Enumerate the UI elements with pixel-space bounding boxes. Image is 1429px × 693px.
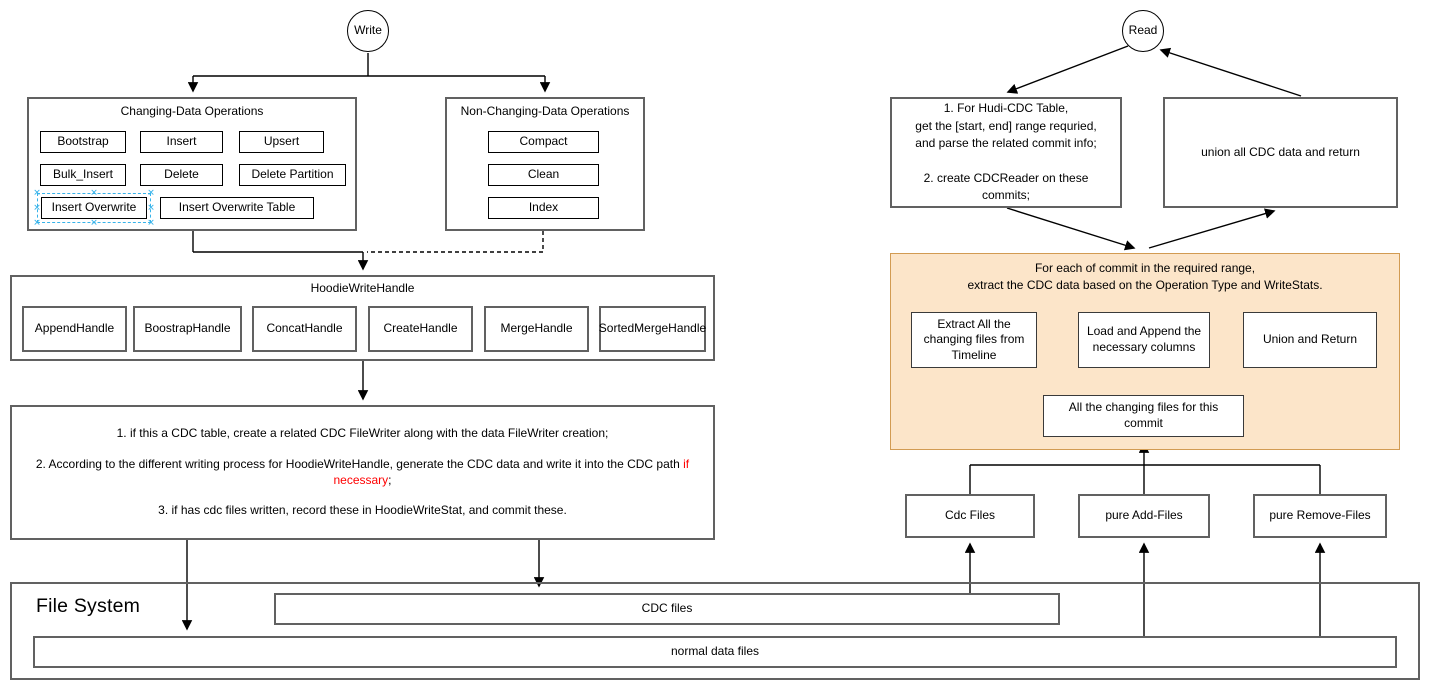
op-compact[interactable]: Compact [488, 131, 599, 153]
add-files-group-box[interactable]: pure Add-Files [1078, 494, 1210, 538]
handle-sorted-merge[interactable]: SortedMergeHandle [599, 306, 706, 352]
changing-files-commit-box[interactable]: All the changing files for this commit [1043, 395, 1244, 437]
op-bootstrap[interactable]: Bootstrap [40, 131, 126, 153]
write-node[interactable]: Write [347, 10, 389, 52]
extract-changing-files-box[interactable]: Extract All the changing files from Time… [911, 312, 1037, 368]
read-prepare-box[interactable]: 1. For Hudi-CDC Table, get the [start, e… [890, 97, 1122, 208]
union-and-return-box[interactable]: Union and Return [1243, 312, 1377, 368]
cdc-step-2: 2. According to the different writing pr… [35, 456, 690, 487]
op-delete-partition[interactable]: Delete Partition [239, 164, 346, 186]
op-upsert[interactable]: Upsert [239, 131, 324, 153]
non-changing-ops-title: Non-Changing-Data Operations [460, 104, 630, 118]
op-bulk-insert[interactable]: Bulk_Insert [40, 164, 126, 186]
handle-boostrap[interactable]: BoostrapHandle [133, 306, 242, 352]
cdc-files-group-box[interactable]: Cdc Files [905, 494, 1035, 538]
op-clean[interactable]: Clean [488, 164, 599, 186]
op-insert-overwrite[interactable]: Insert Overwrite [41, 197, 147, 219]
op-delete[interactable]: Delete [140, 164, 223, 186]
handle-concat[interactable]: ConcatHandle [252, 306, 357, 352]
per-commit-title: For each of commit in the required range… [967, 261, 1323, 292]
handle-merge[interactable]: MergeHandle [484, 306, 589, 352]
hoodie-write-handle-group[interactable] [10, 275, 715, 361]
op-insert-overwrite-table[interactable]: Insert Overwrite Table [160, 197, 314, 219]
handle-append[interactable]: AppendHandle [22, 306, 127, 352]
cdc-files-bar[interactable]: CDC files [274, 593, 1060, 625]
op-index[interactable]: Index [488, 197, 599, 219]
if-necessary-highlight: if necessary [333, 456, 690, 487]
changing-ops-title: Changing-Data Operations [120, 104, 264, 118]
file-system-title: File System [36, 595, 141, 617]
normal-files-bar[interactable]: normal data files [33, 636, 1397, 668]
union-all-cdc-box[interactable]: union all CDC data and return [1163, 97, 1398, 208]
op-insert[interactable]: Insert [140, 131, 223, 153]
cdc-write-steps-box[interactable]: 1. if this a CDC table, create a related… [10, 405, 715, 540]
cdc-step-1: 1. if this a CDC table, create a related… [116, 426, 609, 441]
hoodie-write-handle-title: HoodieWriteHandle [310, 281, 415, 295]
file-system-group[interactable] [10, 582, 1420, 680]
remove-files-group-box[interactable]: pure Remove-Files [1253, 494, 1387, 538]
load-append-columns-box[interactable]: Load and Append the necessary columns [1078, 312, 1210, 368]
handle-create[interactable]: CreateHandle [368, 306, 473, 352]
read-node[interactable]: Read [1122, 10, 1164, 52]
cdc-step-3: 3. if has cdc files written, record thes… [158, 503, 567, 518]
